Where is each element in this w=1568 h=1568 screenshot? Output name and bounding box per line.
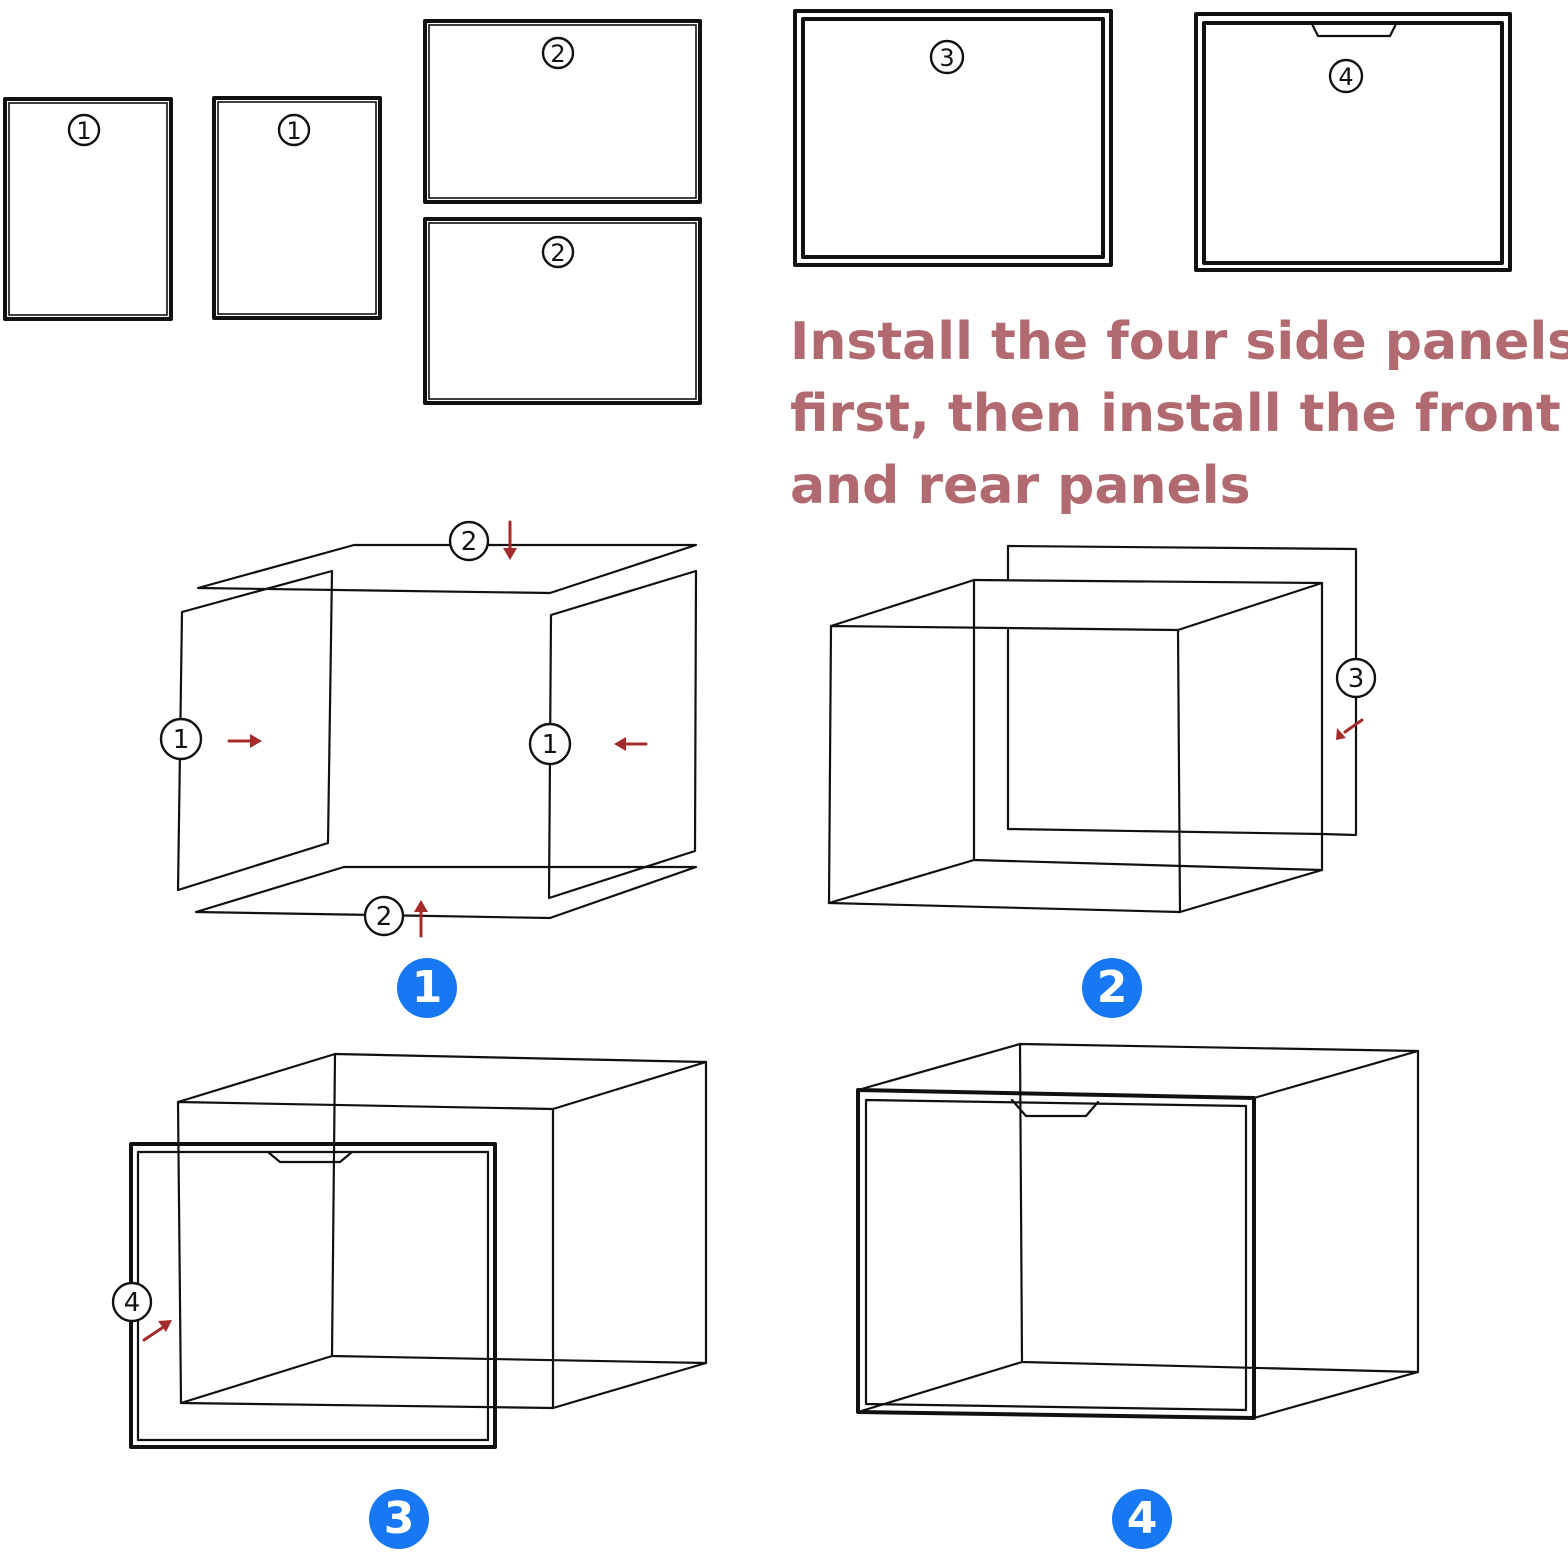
step-4-badge: 4 xyxy=(1112,1489,1172,1549)
panel-2-top-part: 2 xyxy=(423,19,702,204)
step-4-diagram xyxy=(856,1042,1420,1420)
step-2-diagram: 3 xyxy=(827,544,1377,914)
label-side-panel: 1 xyxy=(286,117,301,145)
step-2-badge: 2 xyxy=(1082,958,1142,1018)
step-3-badge: 3 xyxy=(369,1489,429,1549)
step-1-diagram: 2 2 1 1 xyxy=(159,520,698,938)
instruction-line-2: first, then install the front xyxy=(790,384,1561,444)
label-front-panel: 4 xyxy=(1338,63,1353,91)
label-rear-panel: 3 xyxy=(939,44,954,72)
panel-1-right-part: 1 xyxy=(212,96,382,320)
label-front-panel: 4 xyxy=(124,1288,141,1318)
panel-2-bottom-part: 2 xyxy=(423,217,702,405)
label-top-bottom-panel: 2 xyxy=(461,527,478,557)
instruction-text: Install the four side panels first, then… xyxy=(790,306,1568,522)
panel-1-left-part: 1 xyxy=(3,97,173,321)
label-side-panel: 1 xyxy=(542,730,559,760)
step-3-diagram: 4 xyxy=(111,1052,708,1449)
label-top-bottom-panel: 2 xyxy=(550,40,565,68)
instruction-line-1: Install the four side panels xyxy=(790,312,1568,372)
label-top-bottom-panel: 2 xyxy=(550,239,565,267)
label-rear-panel: 3 xyxy=(1348,664,1365,694)
panel-4-front-part: 4 xyxy=(1194,12,1512,272)
label-side-panel: 1 xyxy=(76,117,91,145)
panel-3-rear-part: 3 xyxy=(793,9,1113,267)
label-side-panel: 1 xyxy=(173,725,190,755)
instruction-line-3: and rear panels xyxy=(790,456,1251,516)
step-1-badge: 1 xyxy=(397,958,457,1018)
label-top-bottom-panel: 2 xyxy=(376,902,393,932)
